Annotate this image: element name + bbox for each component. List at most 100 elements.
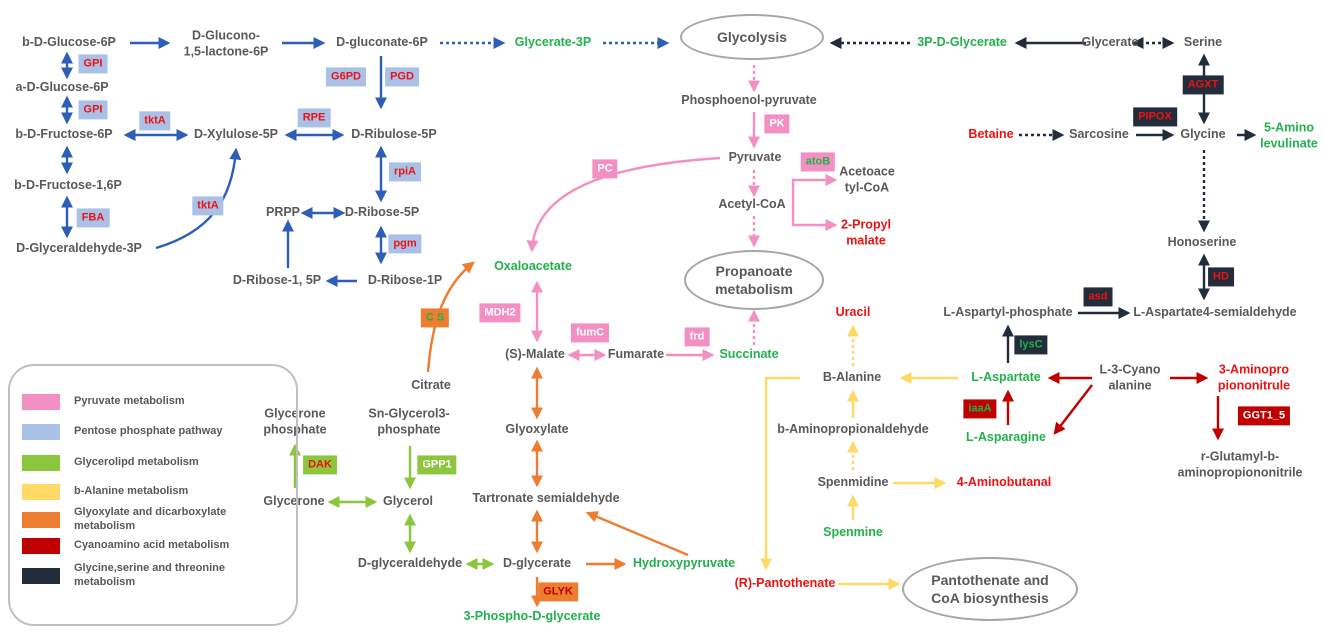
node-glutamyl-aminopropiononitrile: r-Glutamyl-b- aminopropiononitrile <box>1177 449 1303 479</box>
enzyme-asd: asd <box>1083 287 1113 307</box>
legend-swatch <box>22 511 60 528</box>
node-3p-d-glycerate: 3P-D-Glycerate <box>917 35 1007 50</box>
node-honoserine: Honoserine <box>1167 235 1237 250</box>
node-l-asparagine: L-Asparagine <box>966 430 1046 445</box>
node-uracil: Uracil <box>835 305 871 320</box>
node-b-fructose-16p: b-D-Fructose-1,6P <box>14 178 122 193</box>
node-l-aspartate4-semialdehyde: L-Aspartate4-semialdehyde <box>1133 305 1297 320</box>
edge-hydroxypyruvate-tartronate <box>585 511 689 557</box>
legend-swatch <box>22 567 60 584</box>
node-acetyl-coa: Acetyl-CoA <box>718 197 786 212</box>
legend-item-glyoxylate: Glyoxylate and dicarboxylate metabolism <box>22 506 226 534</box>
enzyme-frd: frd <box>684 327 710 347</box>
legend-item-b-alanine: b-Alanine metabolism <box>22 484 188 500</box>
legend-item-pyruvate: Pyruvate metabolism <box>22 394 185 410</box>
node-l-3-cyano-alanine: L-3-Cyano alanine <box>1099 362 1161 392</box>
node-betaine: Betaine <box>968 127 1014 142</box>
enzyme-fba: FBA <box>76 208 110 228</box>
enzyme-cs: C S <box>420 308 450 328</box>
legend-swatch <box>22 394 60 410</box>
node-ribose-1p: D-Ribose-1P <box>367 273 443 288</box>
enzyme-atob: atoB <box>800 152 836 172</box>
enzyme-iaaa: iaaA <box>963 399 997 419</box>
node-pyruvate: Pyruvate <box>728 150 782 165</box>
node-oxaloacetate: Oxaloacetate <box>494 259 572 274</box>
enzyme-pgd: PGD <box>385 67 419 87</box>
enzyme-lysc: lysC <box>1014 335 1048 355</box>
node-d-glyceraldehyde: D-glyceraldehyde <box>357 556 463 571</box>
node-ribose-15p: D-Ribose-1, 5P <box>232 273 322 288</box>
enzyme-agxt: AGXT <box>1182 75 1224 95</box>
node-glyoxylate: Glyoxylate <box>505 422 569 437</box>
enzyme-pipox: PIPOX <box>1133 107 1177 127</box>
legend-label: Cyanoamino acid metabolism <box>74 539 230 552</box>
node-2-propyl-malate: 2-Propyl malate <box>840 217 892 247</box>
legend-label: Pentose phosphate pathway <box>74 425 223 438</box>
node-l-aspartate: L-Aspartate <box>971 370 1041 385</box>
edge-acetylcoa-acetoacetyl <box>791 174 838 200</box>
enzyme-gpp1: GPP1 <box>417 455 457 475</box>
node-succinate: Succinate <box>719 347 779 362</box>
node-sarcosine: Sarcosine <box>1069 127 1129 142</box>
node-fumarate: Fumarate <box>607 347 665 362</box>
node-malate: (S)-Malate <box>505 347 565 362</box>
node-spenmine: Spenmine <box>823 525 883 540</box>
enzyme-dak: DAK <box>303 455 337 475</box>
node-citrate: Citrate <box>411 378 451 393</box>
node-b-alanine: B-Alanine <box>822 370 882 385</box>
edge-citrate-oxaloacetate <box>426 261 475 373</box>
node-xylulose-5p: D-Xylulose-5P <box>193 127 279 142</box>
enzyme-mdh2: MDH2 <box>479 303 521 323</box>
legend-swatch <box>22 484 60 500</box>
node-sn-glycerol3-phosphate: Sn-Glycerol3- phosphate <box>368 406 450 436</box>
enzyme-ggt1-5: GGT1_5 <box>1237 406 1291 426</box>
node-b-aminopropionaldehyde: b-Aminopropionaldehyde <box>777 422 929 437</box>
node-glycerone-phosphate: Glycerone phosphate <box>263 406 327 436</box>
node-tartronate-semialdehyde: Tartronate semialdehyde <box>472 491 620 506</box>
node-glycine: Glycine <box>1180 127 1226 142</box>
legend-item-cyanoamino: Cyanoamino acid metabolism <box>22 538 229 554</box>
enzyme-gpi-1: GPI <box>78 54 108 74</box>
legend-label: Glycerolipd metabolism <box>74 456 199 469</box>
enzyme-gpi-2: GPI <box>78 100 108 120</box>
node-phosphoenol-pyruvate: Phosphoenol-pyruvate <box>681 93 817 108</box>
node-d-glycerate: D-glycerate <box>502 556 572 571</box>
enzyme-pc: PC <box>592 159 618 179</box>
legend: Pyruvate metabolism Pentose phosphate pa… <box>8 364 298 626</box>
enzyme-pk: PK <box>764 114 790 134</box>
node-hydroxypyruvate: Hydroxypyruvate <box>632 556 736 571</box>
node-serine: Serine <box>1183 35 1223 50</box>
legend-item-glycerolipid: Glycerolipd metabolism <box>22 455 199 471</box>
node-gluconate-6p: D-gluconate-6P <box>336 35 428 50</box>
edge-pyruvate-oxaloacetate <box>526 156 721 253</box>
node-r-pantothenate: (R)-Pantothenate <box>734 576 836 591</box>
edge-acetylcoa-propylmalate <box>791 200 838 231</box>
enzyme-rpia: rpiA <box>389 162 421 182</box>
node-b-fructose-6p: b-D-Fructose-6P <box>15 127 113 142</box>
legend-swatch <box>22 424 60 440</box>
edge-cyanoalanine-asparagine <box>1053 384 1093 435</box>
enzyme-tkta-1: tktA <box>139 111 171 131</box>
enzyme-glyk: GLYK <box>538 582 578 602</box>
node-3-phospho-d-glycerate: 3-Phospho-D-glycerate <box>463 609 601 624</box>
node-spenmidine: Spenmidine <box>817 475 889 490</box>
legend-item-pentose: Pentose phosphate pathway <box>22 424 223 440</box>
legend-label: b-Alanine metabolism <box>74 485 189 498</box>
node-ribose-5p: D-Ribose-5P <box>344 205 420 220</box>
node-glycerate-3p: Glycerate-3P <box>514 35 592 50</box>
edge-balanine-pantothenate <box>760 376 800 571</box>
node-acetoacetyl-coa: Acetoace tyl-CoA <box>839 164 895 194</box>
node-prpp: PRPP <box>265 205 301 220</box>
glycolysis-ellipse: Glycolysis <box>680 14 824 60</box>
enzyme-tkta-2: tktA <box>192 196 224 216</box>
node-5-amino-levulinate: 5-Amino levulinate <box>1260 120 1318 150</box>
propanoate-metabolism-ellipse: Propanoate metabolism <box>684 250 824 310</box>
node-3-aminopropiononitrile: 3-Aminopro piononitrule <box>1217 362 1291 392</box>
node-a-glucose-6p: a-D-Glucose-6P <box>15 80 109 95</box>
legend-label: Glycine,serine and threonine metabolism <box>74 562 225 588</box>
node-b-glucose-6p: b-D-Glucose-6P <box>22 35 116 50</box>
enzyme-hd: HD <box>1208 267 1234 287</box>
node-glycerate: Glycerate <box>1081 35 1139 50</box>
legend-label: Glyoxylate and dicarboxylate metabolism <box>74 506 227 532</box>
legend-label: Pyruvate metabolism <box>74 395 185 408</box>
